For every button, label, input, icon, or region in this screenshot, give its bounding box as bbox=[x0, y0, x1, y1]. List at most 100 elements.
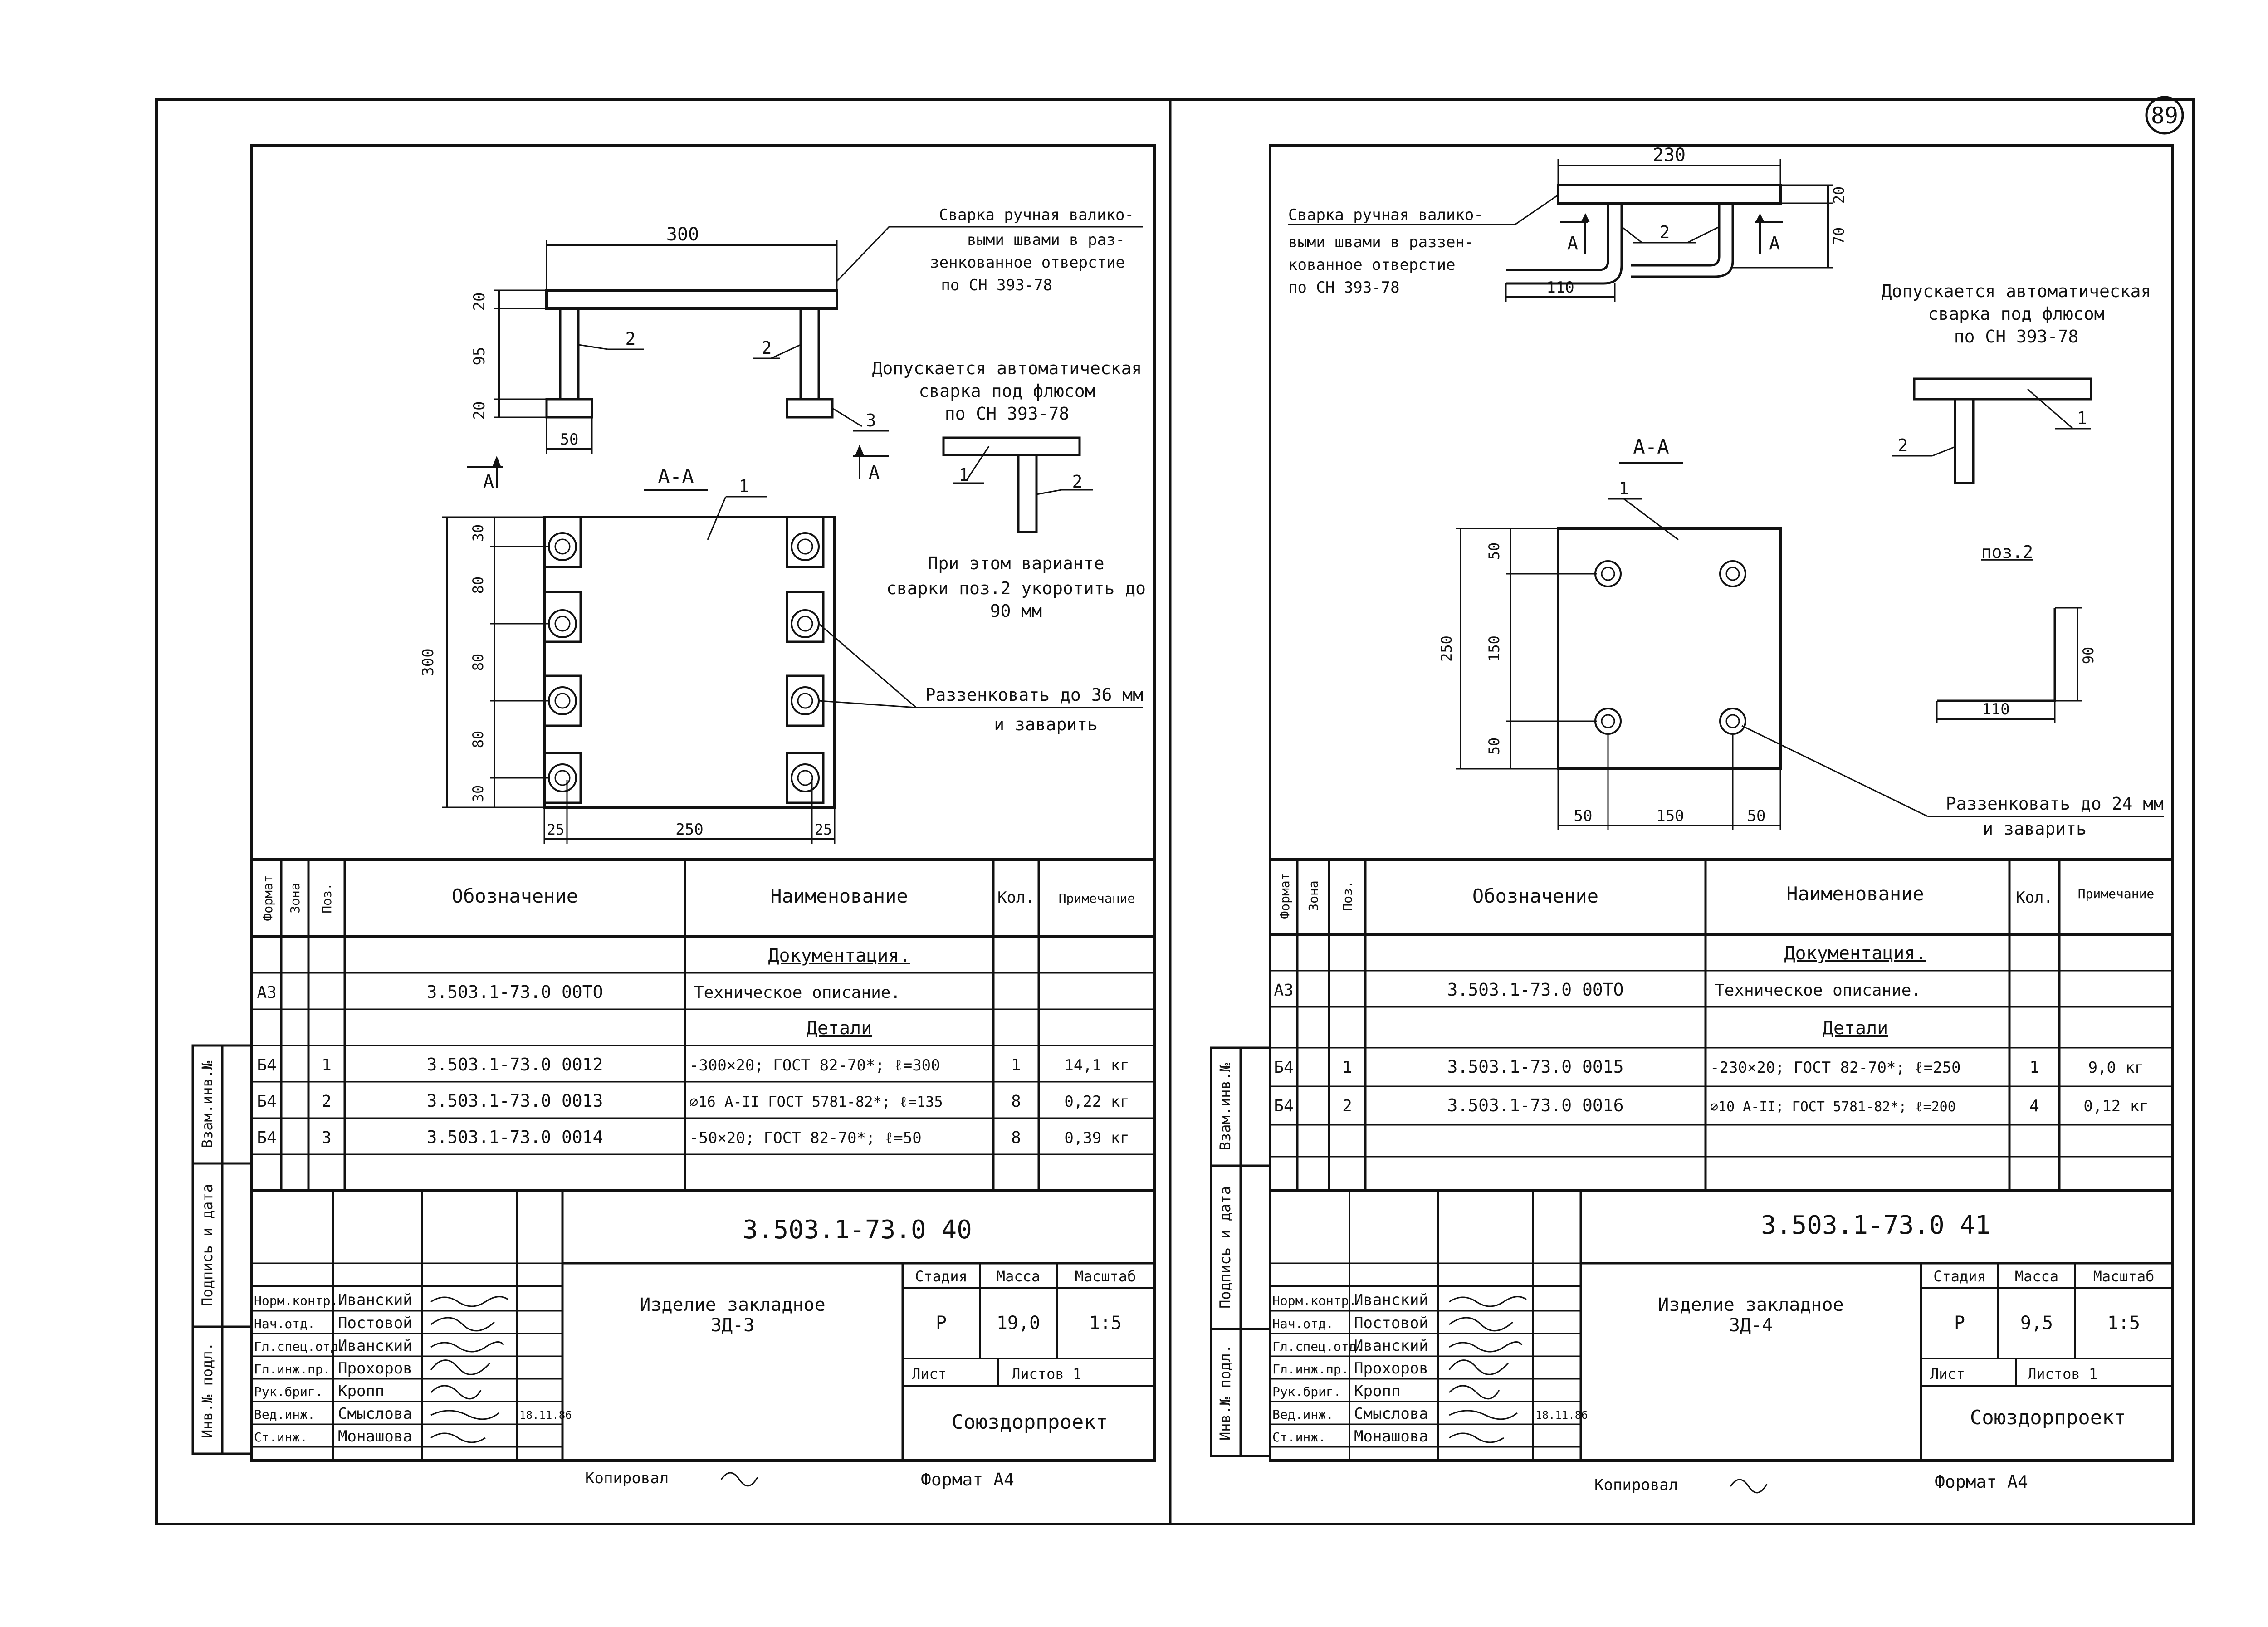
svg-text:-300×20; ГОСТ 82-70*; ℓ=300: -300×20; ГОСТ 82-70*; ℓ=300 bbox=[689, 1056, 940, 1075]
right-weld-note: Сварка ручная валико- выми швами в раззе… bbox=[1288, 206, 1483, 297]
r-dim-side: 250 bbox=[1438, 635, 1455, 662]
svg-text:Ст.инж.: Ст.инж. bbox=[1272, 1430, 1326, 1445]
outer-border bbox=[155, 98, 2195, 1525]
svg-text:Сварка ручная валико-: Сварка ручная валико- bbox=[939, 206, 1134, 224]
svg-text:Гл.инж.пр.: Гл.инж.пр. bbox=[254, 1362, 331, 1377]
left-signatures bbox=[430, 1296, 508, 1443]
svg-text:Иванский: Иванский bbox=[1354, 1337, 1428, 1355]
l-dim-25b: 25 bbox=[815, 821, 832, 838]
svg-text:Прохоров: Прохоров bbox=[338, 1359, 412, 1378]
left-spec-row-3: Б4 3 3.503.1-73.0 0014 -50×20; ГОСТ 82-7… bbox=[257, 1127, 1129, 1147]
l-doc-code: 3.503.1-73.0 40 bbox=[743, 1215, 972, 1245]
r-stage: Р bbox=[1954, 1313, 1965, 1334]
l-dim-side: 300 bbox=[419, 648, 437, 676]
svg-text:Допускается автоматическая: Допускается автоматическая bbox=[872, 358, 1142, 378]
svg-text:Монашова: Монашова bbox=[338, 1427, 412, 1446]
r-dim-50b: 50 bbox=[1486, 738, 1503, 755]
svg-text:-230×20; ГОСТ 82-70*; ℓ=250: -230×20; ГОСТ 82-70*; ℓ=250 bbox=[1710, 1059, 1961, 1077]
svg-text:Кропп: Кропп bbox=[1354, 1382, 1400, 1400]
r-doc-format: А3 bbox=[1274, 981, 1293, 1000]
r-section-mark-right: А bbox=[1769, 233, 1780, 254]
l-variant-callout-2: 2 bbox=[1072, 472, 1083, 492]
svg-text:Раззенковать до 36 мм: Раззенковать до 36 мм bbox=[925, 685, 1143, 705]
svg-text:3.503.1-73.0 0013: 3.503.1-73.0 0013 bbox=[427, 1091, 603, 1111]
r-dim-70: 70 bbox=[1830, 227, 1848, 245]
r-copied-signature bbox=[1730, 1479, 1768, 1494]
svg-text:14,1 кг: 14,1 кг bbox=[1064, 1056, 1129, 1075]
svg-text:Нач.отд.: Нач.отд. bbox=[1272, 1316, 1334, 1331]
left-plan bbox=[442, 516, 1143, 844]
l-callout-2b: 2 bbox=[762, 338, 772, 358]
svg-text:Монашова: Монашова bbox=[1354, 1427, 1428, 1446]
svg-text:Гл.инж.пр.: Гл.инж.пр. bbox=[1272, 1362, 1349, 1377]
svg-text:Норм.контр.: Норм.контр. bbox=[254, 1293, 338, 1308]
l-dim-80b: 80 bbox=[469, 654, 487, 671]
l-item-name-2: ЗД-3 bbox=[711, 1315, 754, 1336]
l-section-label: А-А bbox=[658, 465, 694, 488]
r-th-designation: Обозначение bbox=[1472, 885, 1598, 907]
svg-text:3.503.1-73.0 0016: 3.503.1-73.0 0016 bbox=[1447, 1095, 1624, 1115]
l-th-format: Формат bbox=[260, 875, 275, 921]
l-org: Союздорпроект bbox=[952, 1411, 1108, 1434]
svg-text:3.503.1-73.0 0012: 3.503.1-73.0 0012 bbox=[427, 1055, 603, 1075]
l-sheets-label: Листов 1 bbox=[1012, 1365, 1081, 1383]
svg-text:1: 1 bbox=[322, 1056, 332, 1075]
svg-text:по СН 393-78: по СН 393-78 bbox=[945, 404, 1070, 424]
r-doc-code: 3.503.1-73.0 41 bbox=[1761, 1211, 1990, 1240]
svg-text:Иванский: Иванский bbox=[338, 1291, 412, 1309]
r-section-docs: Документация. bbox=[1784, 943, 1926, 964]
l-section-mark-right: А bbox=[869, 462, 880, 483]
r-th-note: Примечание bbox=[2078, 886, 2155, 901]
svg-text:Допускается автоматическая: Допускается автоматическая bbox=[1882, 281, 2151, 301]
svg-text:по СН 393-78: по СН 393-78 bbox=[1288, 278, 1400, 297]
right-people: Норм.контр. Иванский Нач.отд. Постовой Г… bbox=[1272, 1291, 1588, 1446]
left-countersink-note: Раззенковать до 36 мм и заварить bbox=[925, 685, 1143, 734]
svg-text:Ст.инж.: Ст.инж. bbox=[254, 1430, 308, 1445]
right-countersink-note: Раззенковать до 24 мм и заварить bbox=[1946, 794, 2164, 839]
svg-text:18.11.86: 18.11.86 bbox=[1535, 1409, 1588, 1422]
svg-text:Иванский: Иванский bbox=[1354, 1291, 1428, 1309]
l-dim-50: 50 bbox=[560, 430, 579, 449]
l-mass: 19,0 bbox=[997, 1313, 1040, 1334]
svg-text:-50×20; ГОСТ 82-70*; ℓ=50: -50×20; ГОСТ 82-70*; ℓ=50 bbox=[689, 1129, 922, 1147]
svg-text:8: 8 bbox=[1011, 1092, 1021, 1111]
svg-text:Б4: Б4 bbox=[1274, 1097, 1293, 1115]
r-section-parts: Детали bbox=[1823, 1018, 1888, 1039]
svg-text:Нач.отд.: Нач.отд. bbox=[254, 1316, 315, 1331]
l-dim-20a: 20 bbox=[470, 293, 489, 311]
l-stage: Р bbox=[936, 1313, 947, 1334]
svg-text:4: 4 bbox=[2029, 1097, 2039, 1115]
l-stamp-sign: Подпись и дата bbox=[199, 1184, 216, 1306]
l-item-name-1: Изделие закладное bbox=[640, 1295, 825, 1315]
l-th-designation: Обозначение bbox=[452, 885, 578, 907]
l-section-parts: Детали bbox=[807, 1018, 872, 1039]
svg-text:1: 1 bbox=[2029, 1058, 2039, 1077]
l-copied-signature bbox=[720, 1472, 758, 1487]
svg-text:2: 2 bbox=[322, 1092, 332, 1111]
svg-text:Рук.бриг.: Рук.бриг. bbox=[254, 1384, 323, 1399]
l-callout-3: 3 bbox=[866, 410, 876, 430]
svg-text:1: 1 bbox=[1011, 1056, 1021, 1075]
r-th-qty: Кол. bbox=[2016, 889, 2053, 907]
svg-text:Постовой: Постовой bbox=[1354, 1314, 1428, 1332]
svg-text:При этом варианте: При этом варианте bbox=[928, 553, 1105, 573]
r-th-name: Наименование bbox=[1786, 883, 1924, 905]
l-th-name: Наименование bbox=[770, 885, 908, 907]
l-dim-30a: 30 bbox=[469, 524, 487, 542]
svg-text:сварки поз.2 укоротить до: сварки поз.2 укоротить до bbox=[886, 578, 1146, 598]
l-th-qty: Кол. bbox=[997, 889, 1035, 907]
right-spec-row-2: Б4 2 3.503.1-73.0 0016 ⌀10 А-II; ГОСТ 57… bbox=[1274, 1095, 2148, 1115]
l-mass-label: Масса bbox=[997, 1268, 1040, 1285]
r-callout-2: 2 bbox=[1660, 222, 1670, 242]
right-side-stamp bbox=[1210, 1046, 1271, 1457]
svg-text:3.503.1-73.0 0014: 3.503.1-73.0 0014 bbox=[427, 1127, 603, 1147]
r-pos2-label: поз.2 bbox=[1981, 542, 2033, 562]
svg-text:кованное отверстие: кованное отверстие bbox=[1288, 256, 1455, 274]
l-stage-label: Стадия bbox=[915, 1268, 968, 1285]
r-sheets-label: Листов 1 bbox=[2028, 1365, 2097, 1383]
r-mass-label: Масса bbox=[2015, 1268, 2058, 1285]
r-doc-designation: 3.503.1-73.0 00ТО bbox=[1447, 980, 1624, 1000]
svg-text:0,12 кг: 0,12 кг bbox=[2083, 1097, 2148, 1115]
svg-text:2: 2 bbox=[1342, 1097, 1352, 1115]
svg-text:1: 1 bbox=[1342, 1058, 1352, 1077]
